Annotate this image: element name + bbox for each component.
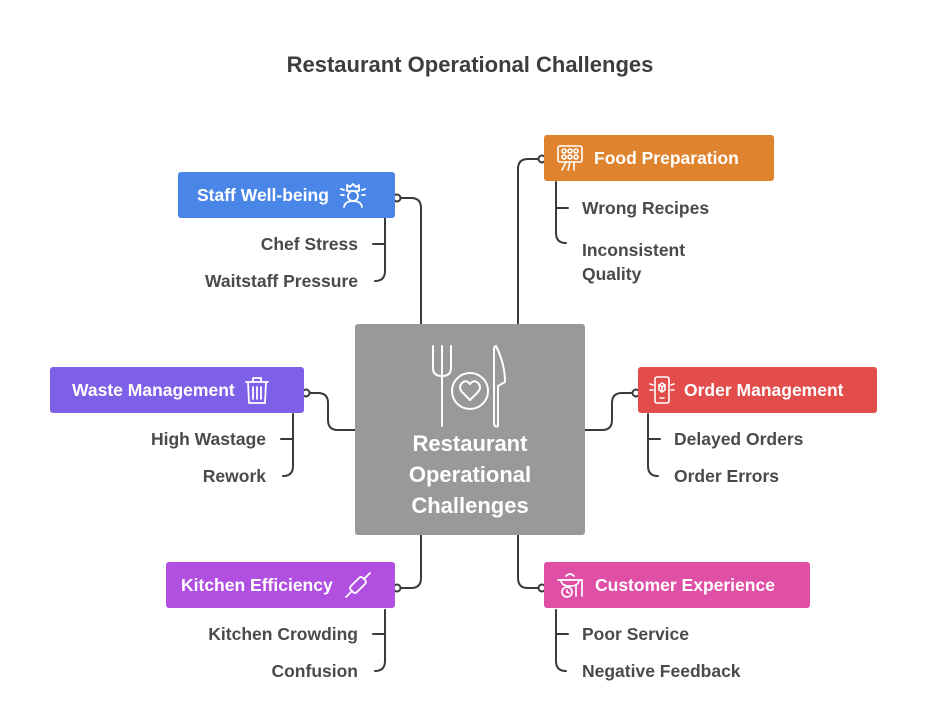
bracket-order: [647, 413, 659, 477]
category-label: Food Preparation: [594, 147, 739, 168]
item-line: Inconsistent: [582, 240, 686, 260]
item-waitstaff-pressure: Waitstaff Pressure: [204, 271, 358, 291]
bracket-customer: [555, 609, 567, 672]
connector-staff: [396, 197, 422, 325]
item-rework: Rework: [202, 466, 266, 486]
fork-plate-knife-icon: [432, 345, 506, 428]
item-wrong-recipes: Wrong Recipes: [582, 196, 709, 220]
center-node: Restaurant Operational Challenges: [355, 324, 585, 535]
category-kitchen-efficiency: Kitchen Efficiency: [166, 562, 395, 608]
item-poor-service: Poor Service: [582, 624, 689, 644]
category-staff-well-being: Staff Well-being: [178, 172, 395, 218]
item-chef-stress: Chef Stress: [260, 234, 358, 254]
item-order-errors: Order Errors: [674, 466, 780, 486]
recipe-grid-icon: [557, 145, 583, 171]
rolling-pin-icon: [344, 572, 371, 598]
connector-customer: [517, 534, 543, 589]
item-line: Quality: [582, 264, 642, 284]
category-label: Customer Experience: [595, 574, 775, 595]
center-label: Restaurant Operational Challenges: [355, 428, 585, 521]
trash-can-icon: [244, 377, 269, 404]
category-order-management: Order Management: [638, 367, 877, 413]
item-delayed-orders: Delayed Orders: [674, 429, 804, 449]
center-label-line: Operational: [408, 462, 532, 487]
center-label-line: Restaurant: [412, 431, 528, 456]
order-device-icon: [649, 376, 675, 404]
category-label: Waste Management: [72, 379, 235, 400]
category-customer-experience: Customer Experience: [544, 562, 810, 608]
item-inconsistent-quality: Inconsistent Quality: [582, 238, 685, 286]
item-confusion: Confusion: [271, 661, 358, 681]
connector-food: [517, 158, 543, 325]
center-label-line: Challenges: [411, 493, 529, 518]
diagram-title: Restaurant Operational Challenges: [286, 52, 654, 77]
item-negative-feedback: Negative Feedback: [582, 661, 741, 681]
bracket-staff: [374, 199, 386, 282]
service-cart-icon: [557, 573, 583, 598]
connector-order: [584, 392, 637, 431]
bracket-waste: [282, 413, 294, 477]
category-label: Order Management: [684, 379, 844, 400]
item-kitchen-crowding: Kitchen Crowding: [208, 624, 358, 644]
category-waste-management: Waste Management: [50, 367, 304, 413]
category-food-preparation: Food Preparation: [544, 135, 774, 181]
bracket-kitchen: [374, 609, 386, 672]
item-line: Wrong Recipes: [582, 198, 710, 218]
connector-waste: [305, 392, 356, 431]
chef-icon: [340, 183, 366, 208]
bracket-food: [555, 181, 567, 244]
connector-kitchen: [396, 534, 422, 589]
category-label: Staff Well-being: [197, 184, 329, 205]
item-high-wastage: High Wastage: [150, 429, 266, 449]
category-label: Kitchen Efficiency: [181, 574, 333, 595]
